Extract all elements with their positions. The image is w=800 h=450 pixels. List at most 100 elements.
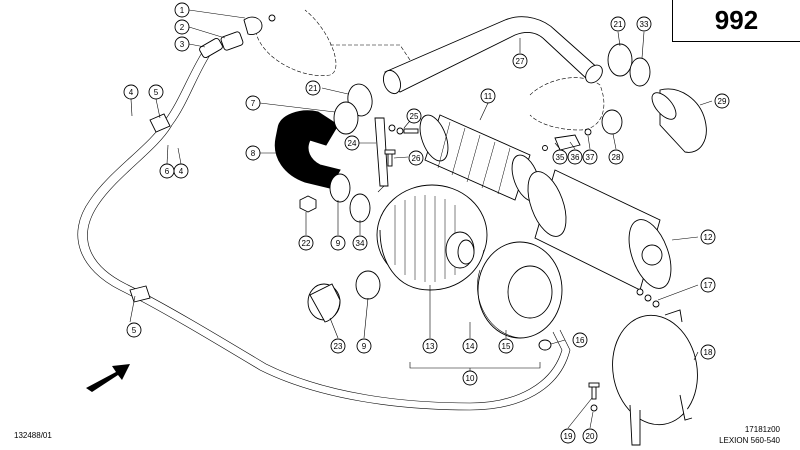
callout-c21b: 21 [610,16,626,32]
callout-c24: 24 [344,135,360,151]
rubber-elbow [274,110,341,189]
callout-c19: 19 [560,428,576,444]
callout-number: 21 [309,84,318,93]
callout-circle [512,53,528,69]
hose-clamp-lower [129,285,151,303]
callout-number: 37 [586,153,595,162]
clamp-ring-7 [333,101,359,135]
callout-circle [298,235,314,251]
bracket-24 [374,117,389,193]
callout-circle [567,149,583,165]
ring-34 [349,193,371,223]
engine-fan-outline [254,9,605,131]
bolt-25 [388,124,419,135]
callout-number: 10 [466,374,475,383]
callout-c4b: 4 [173,163,189,179]
callout-number: 22 [302,239,311,248]
callout-number: 20 [586,432,595,441]
callout-circle [700,229,716,245]
bolt-26 [384,149,396,167]
model-name: LEXION 560-540 [719,436,780,445]
callout-number: 26 [412,154,421,163]
clamp-28 [601,109,623,135]
callout-c17: 17 [700,277,716,293]
callout-number: 34 [356,239,365,248]
callout-number: 23 [334,342,343,351]
callout-c9b: 9 [356,338,372,354]
clamp-ring-9 [329,173,351,203]
callout-c11: 11 [480,88,496,104]
callout-number: 8 [251,149,256,158]
callout-number: 4 [179,167,184,176]
callout-circle [572,332,588,348]
bolt-19-20 [588,382,600,412]
clamp-ring-lower-9 [355,270,381,300]
callout-number: 13 [426,342,435,351]
leader-lines [129,9,713,429]
callout-c2: 2 [174,19,190,35]
filter-housing [376,184,488,291]
callout-circle [636,16,652,32]
intake-pipe [382,16,603,95]
callout-c28: 28 [608,149,624,165]
callout-c27: 27 [512,53,528,69]
callout-circle [480,88,496,104]
callout-number: 14 [466,342,475,351]
assembly-bracket-10 [409,362,541,374]
callout-number: 18 [704,348,713,357]
callout-number: 9 [336,239,341,248]
connector-part-2 [220,31,244,51]
bracket-35-37 [542,128,592,151]
callout-number: 2 [180,23,185,32]
bolt-22 [299,195,317,213]
callout-c13: 13 [422,338,438,354]
callout-circle [352,235,368,251]
hose-29 [651,88,707,153]
callout-c9a: 9 [330,235,346,251]
callout-c5b: 5 [126,322,142,338]
callout-circle [305,80,321,96]
callout-c16: 16 [572,332,588,348]
page-number-box: 992 [672,0,800,42]
callout-number: 28 [612,153,621,162]
callout-circle [700,277,716,293]
callout-c4a: 4 [123,84,139,100]
callout-circle [462,338,478,354]
hose-end-part-3 [199,37,223,59]
callout-number: 19 [564,432,573,441]
callout-circle [159,163,175,179]
callout-number: 5 [132,326,137,335]
callout-circle [174,19,190,35]
callout-c36: 36 [567,149,583,165]
callout-c29: 29 [714,93,730,109]
mounting-band-18 [612,309,698,446]
intake-hose [77,47,571,411]
callout-number: 4 [129,88,134,97]
callout-number: 29 [718,97,727,106]
callout-circle [610,16,626,32]
callout-circle [462,370,478,386]
callout-c1: 1 [174,2,190,18]
callout-c25: 25 [406,108,422,124]
callout-circle [714,93,730,109]
callout-number: 24 [348,139,357,148]
callout-circle [552,149,568,165]
callout-circle [126,322,142,338]
callout-c7: 7 [245,95,261,111]
callout-number: 6 [165,167,170,176]
callout-circle [344,135,360,151]
callout-circle [356,338,372,354]
callout-number: 5 [154,88,159,97]
callout-c14: 14 [462,338,478,354]
callout-circle [174,2,190,18]
callout-circle [174,36,190,52]
callout-circle [700,344,716,360]
valve-16 [538,339,552,351]
callout-c18: 18 [700,344,716,360]
filter-element-12 [527,169,672,291]
callout-c6: 6 [159,163,175,179]
callout-circle [498,338,514,354]
clip-part-1 [243,14,276,35]
callout-number: 9 [362,342,367,351]
